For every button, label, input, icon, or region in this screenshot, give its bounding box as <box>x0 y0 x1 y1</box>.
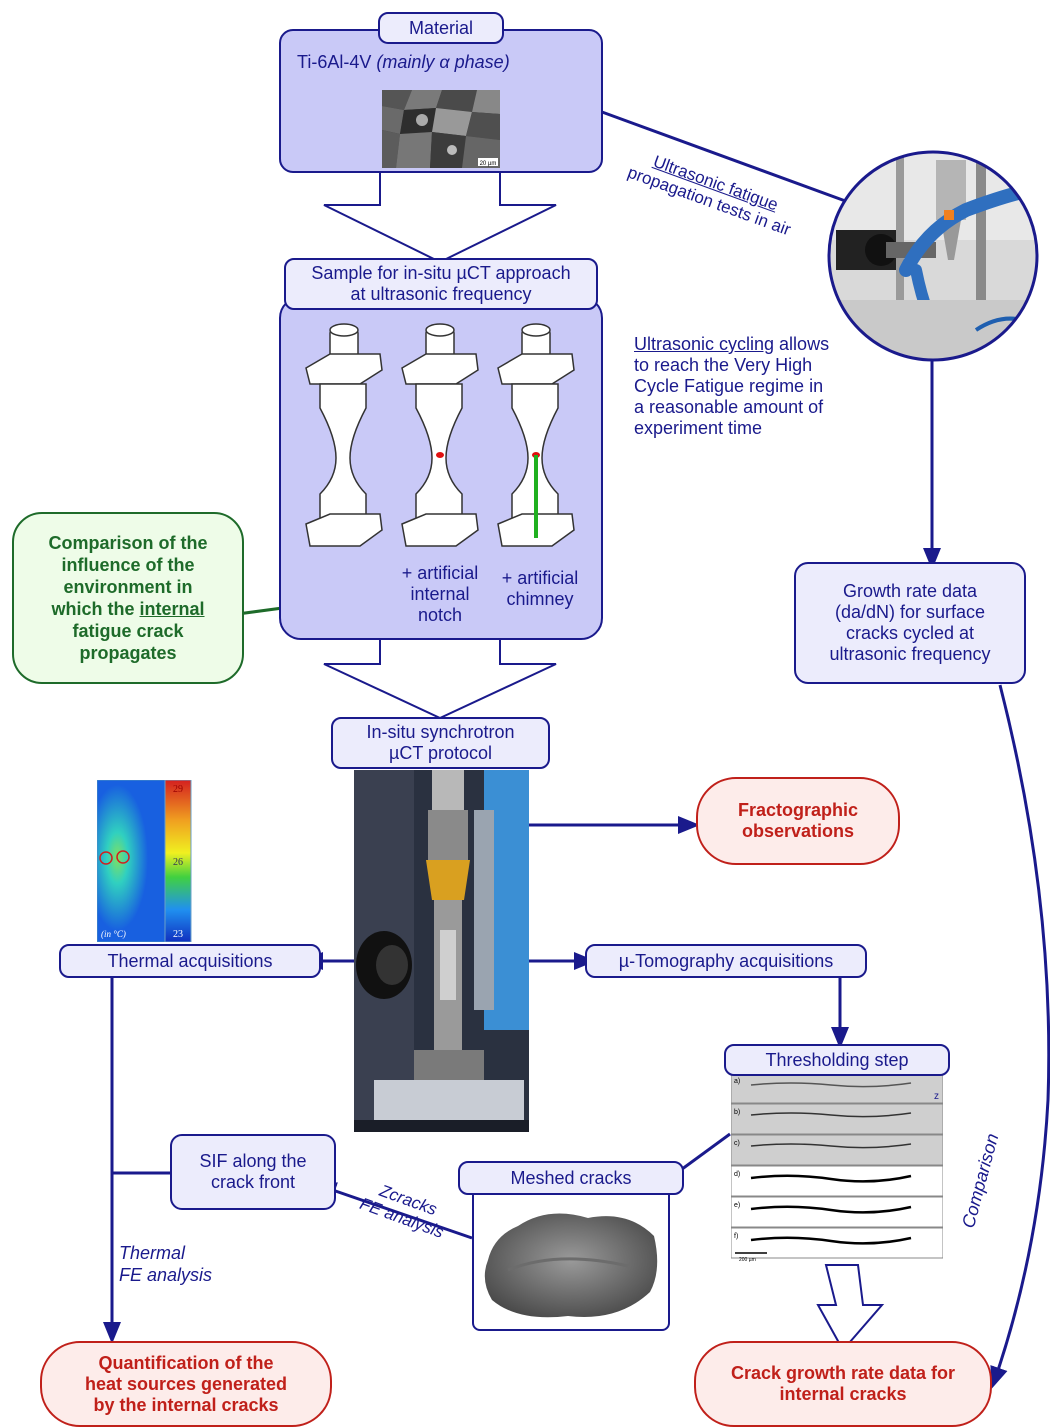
crack-growth-box: Crack growth rate data for internal crac… <box>694 1341 992 1427</box>
cycling-rest1: allows <box>774 334 830 354</box>
thermal-fe-line1: Thermal <box>119 1243 186 1263</box>
quantification-box: Quantification of the heat sources gener… <box>40 1341 332 1427</box>
env-line5: fatigue crack <box>72 621 184 641</box>
env-line4-pre: which the <box>51 599 140 619</box>
notch-line2: internal <box>410 584 470 604</box>
synchrotron-setup-photo <box>354 770 529 1132</box>
thermal-map: 29 26 23 (in °C) <box>97 780 192 942</box>
cycling-line5: experiment time <box>634 418 763 438</box>
fracto-line1: Fractographic <box>737 800 859 820</box>
panel-b: b) <box>734 1109 740 1116</box>
chimney-line1: + artificial <box>501 568 579 588</box>
env-line4-under: internal <box>139 599 205 619</box>
material-alloy: Ti-6Al-4V (mainly α phase) <box>297 52 510 73</box>
fracto-line2: observations <box>741 821 855 841</box>
notch-line3: notch <box>417 605 463 625</box>
growth-line2: (da/dN) for surface <box>834 602 986 622</box>
insitu-header: In-situ synchrotron µCT protocol <box>331 717 550 769</box>
growth-line3: cracks cycled at <box>845 623 975 643</box>
meshed-text: Meshed cracks <box>510 1167 632 1188</box>
cycling-line2: to reach the Very High <box>634 355 813 375</box>
env-line2: influence of the <box>61 555 195 575</box>
thermal-fe-line2: FE analysis <box>119 1265 213 1285</box>
tomo-acquisitions-box: µ-Tomography acquisitions <box>585 944 867 978</box>
scale-mid: 26 <box>173 857 183 868</box>
panel-f: f) <box>734 1233 738 1240</box>
chimney-line2: chimney <box>506 589 574 609</box>
tomo-acq-text: µ-Tomography acquisitions <box>618 950 834 971</box>
thresholding-text: Thresholding step <box>765 1049 909 1070</box>
growth-line1: Growth rate data <box>842 581 978 601</box>
material-header-text: Material <box>408 17 474 38</box>
hollow-arrow-2 <box>323 637 557 720</box>
scale-min: 23 <box>173 929 183 940</box>
chimney-label: + artificial chimney <box>492 568 588 610</box>
sample-header: Sample for in-situ µCT approach at ultra… <box>284 258 598 310</box>
sif-box: SIF along the crack front <box>170 1134 336 1210</box>
specimen-drawings <box>305 323 575 547</box>
ultrasonic-setup-photo <box>827 150 1039 362</box>
material-alloy-name: Ti-6Al-4V <box>297 52 372 72</box>
env-line6: propagates <box>79 643 177 663</box>
cycling-line4: a reasonable amount of <box>634 397 824 417</box>
hollow-arrow-3 <box>816 1264 885 1352</box>
notch-label: + artificial internal notch <box>384 563 496 626</box>
env-line3: environment in <box>63 577 193 597</box>
crack-growth-line2: internal cracks <box>779 1384 907 1404</box>
microstructure-image: 20 µm <box>382 90 500 168</box>
env-line1: Comparison of the <box>48 533 208 553</box>
hollow-arrow-1 <box>323 171 557 264</box>
crack-growth-line1: Crack growth rate data for <box>730 1363 956 1383</box>
sample-header-line1: Sample for in-situ µCT approach <box>311 263 571 283</box>
insitu-line2: µCT protocol <box>388 743 493 763</box>
quant-line3: by the internal cracks <box>93 1394 279 1415</box>
thresholding-header: Thresholding step <box>724 1044 950 1076</box>
environment-comparison-box: Comparison of the influence of the envir… <box>12 512 244 684</box>
panel-d: d) <box>734 1171 740 1178</box>
panel-a: a) <box>734 1078 740 1085</box>
quant-line1: Quantification of the <box>98 1352 274 1373</box>
meshed-header: Meshed cracks <box>458 1161 684 1195</box>
notch-marker <box>436 452 444 458</box>
thermal-acq-text: Thermal acquisitions <box>107 950 273 971</box>
micro-scale-text: 20 µm <box>480 161 497 167</box>
notch-line1: + artificial <box>401 563 479 583</box>
thresholding-panels: a) b) c) d) e) f) z 200 µm <box>731 1073 943 1263</box>
material-phase: (mainly α phase) <box>376 52 510 72</box>
cycling-underlined: Ultrasonic cycling <box>634 334 775 354</box>
insitu-line1: In-situ synchrotron <box>366 722 515 742</box>
thresh-scale: 200 µm <box>739 1257 756 1263</box>
growth-rate-box: Growth rate data (da/dN) for surface cra… <box>794 562 1026 684</box>
quant-line2: heat sources generated <box>84 1373 288 1394</box>
cycling-note: Ultrasonic cycling allows to reach the V… <box>634 334 854 439</box>
sif-line1: SIF along the <box>199 1151 307 1171</box>
sif-line2: crack front <box>210 1172 296 1192</box>
scale-max: 29 <box>173 784 183 795</box>
cycling-line3: Cycle Fatigue regime in <box>634 376 824 396</box>
panel-c: c) <box>734 1140 740 1147</box>
fractographic-box: Fractographic observations <box>696 777 900 865</box>
z-axis: z <box>934 1091 939 1102</box>
scale-unit: (in °C) <box>101 929 126 939</box>
thermal-acquisitions-box: Thermal acquisitions <box>59 944 321 978</box>
panel-e: e) <box>734 1202 740 1209</box>
sample-header-line2: at ultrasonic frequency <box>350 284 532 304</box>
growth-line4: ultrasonic frequency <box>829 644 991 664</box>
material-header: Material <box>378 12 504 44</box>
thermal-fe-label: Thermal FE analysis <box>119 1242 212 1286</box>
meshed-crack-image <box>484 1213 658 1318</box>
